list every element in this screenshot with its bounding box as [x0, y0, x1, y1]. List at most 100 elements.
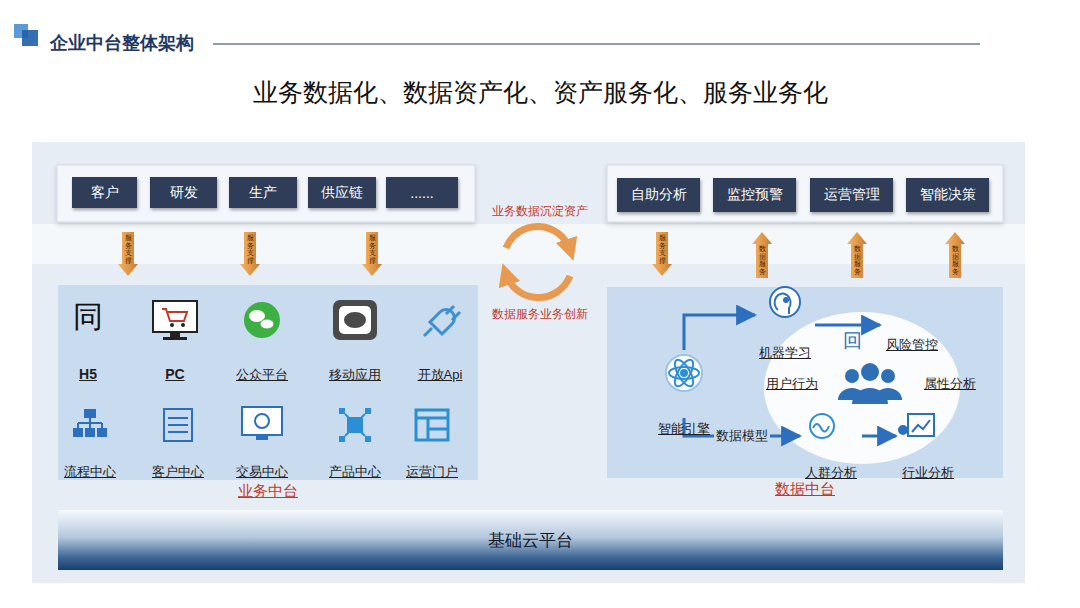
flow-connector: [815, 324, 880, 327]
engine-atom-icon: [666, 355, 702, 391]
node-text: 研发: [170, 184, 198, 202]
api-plug-icon: [424, 306, 460, 336]
category-box: 监控预警: [713, 178, 796, 212]
app-icon: [333, 300, 377, 340]
product-center-icon: [339, 436, 345, 442]
portal-icon: [416, 418, 448, 440]
category-box: 智能决策: [906, 178, 989, 212]
app-icon: [333, 300, 377, 340]
trade-center-icon: [242, 407, 282, 440]
module-item: 机器学习: [755, 288, 815, 342]
pc-icon: [162, 309, 187, 321]
panel-heading: 数据中台: [607, 480, 1003, 499]
analysis-label: 用户行为: [760, 355, 824, 373]
channel-item: PC: [145, 300, 205, 364]
down-arrow: [118, 232, 138, 276]
up-arrow: [752, 232, 965, 278]
engine-atom-icon: [671, 357, 696, 389]
h5-glyph-icon: 同: [73, 302, 103, 332]
pc-icon: [153, 301, 197, 340]
category-box: 运营管理: [810, 178, 893, 212]
arrow-label: 数据服务: [759, 245, 766, 276]
module-item: 运营门户: [399, 405, 465, 461]
node-text: 运营管理: [824, 186, 880, 204]
module-item: 流程中心: [57, 405, 123, 461]
category-box: 生产: [229, 177, 297, 208]
arrow-label: 服务支撑: [369, 234, 376, 265]
module-item: 公众平台: [227, 300, 297, 364]
engine-atom-icon: [669, 367, 699, 379]
down-arrow: [362, 232, 382, 276]
connector-label: 数据模型: [714, 427, 770, 445]
cycle-arrows: [506, 274, 570, 298]
people-icon: [838, 363, 902, 404]
machine-learning-icon: [770, 287, 800, 317]
pc-icon: [170, 332, 180, 337]
people-icon: [845, 369, 859, 383]
node-text: 基础云平台: [488, 529, 573, 552]
node-text: 公众平台: [227, 366, 297, 384]
module-item: 行业分析: [896, 410, 960, 462]
node-text: 智能决策: [920, 186, 976, 204]
platform-panel: 业务中台H5PC公众平台移动应用开放Api流程中心客户中心交易中心产品中心运营门…: [58, 285, 478, 480]
module-item: 智能引擎: [652, 350, 716, 418]
node-text: ......: [410, 185, 433, 201]
product-center-icon: [339, 408, 371, 442]
arrow-label: 服务支撑: [659, 234, 666, 265]
app-icon: [339, 306, 371, 334]
slide-title: 企业中台整体架构: [50, 31, 194, 55]
cycle-label: 数据服务业务创新: [440, 306, 640, 323]
slogan: 业务数据化、数据资产化、资产服务化、服务业务化: [0, 76, 1080, 109]
down-arrow: [240, 232, 260, 276]
pc-icon: [153, 301, 197, 332]
node-text: 用户行为: [760, 375, 824, 393]
panel-heading: 业务中台: [58, 482, 478, 501]
cycle-arrows: [506, 226, 570, 297]
portal-icon: [416, 410, 448, 440]
engine-atom-icon: [666, 355, 702, 391]
api-plug-icon: [446, 306, 460, 320]
module-item: 交易中心: [229, 405, 295, 461]
people-icon: [881, 369, 895, 383]
top-band: [57, 165, 1003, 222]
trade-center-icon: [256, 435, 268, 440]
top-band: [57, 165, 475, 222]
node-text: 客户中心: [145, 463, 211, 481]
platform-panel: [607, 287, 1003, 478]
api-plug-icon: [424, 310, 454, 336]
node-text: 生产: [249, 184, 277, 202]
analysis-label: 属性分析: [918, 355, 982, 373]
module-item: 人群分析: [800, 410, 862, 462]
flow-center-icon: [84, 409, 96, 418]
flow-center-icon: [97, 428, 107, 437]
wechat-icon: [244, 302, 280, 338]
arrow-label: 数据服务: [854, 245, 861, 276]
background-ground: [32, 142, 1025, 583]
down-arrow: [118, 232, 672, 276]
module-item: 开放Api: [407, 300, 473, 364]
category-box: ......: [386, 177, 458, 208]
platform-panel: [58, 285, 1003, 480]
node-text: 供应链: [321, 184, 363, 202]
background-ground: [32, 224, 1025, 264]
node-text: 机器学习: [755, 344, 815, 362]
wechat-icon: [244, 302, 280, 338]
portal-icon: [416, 410, 448, 440]
background-ground: [32, 142, 1025, 583]
module-item: 产品中心: [322, 405, 388, 461]
top-band: [607, 165, 1003, 222]
category-box: 客户: [72, 177, 137, 208]
industry-chart-icon: [908, 414, 934, 436]
node-text: 行业分析: [896, 464, 960, 482]
cycle-arrows: [506, 226, 570, 250]
industry-chart-icon: [912, 420, 930, 432]
platform-panel: [58, 285, 478, 480]
analysis-label: 风险管控: [880, 316, 944, 334]
glyph-icon: 回: [843, 331, 862, 350]
flow-center-icon: [85, 428, 95, 437]
product-center-icon: [365, 408, 371, 414]
node-text: 开放Api: [407, 366, 473, 384]
node-text: 运营门户: [399, 463, 465, 481]
people-icon: [861, 363, 879, 381]
